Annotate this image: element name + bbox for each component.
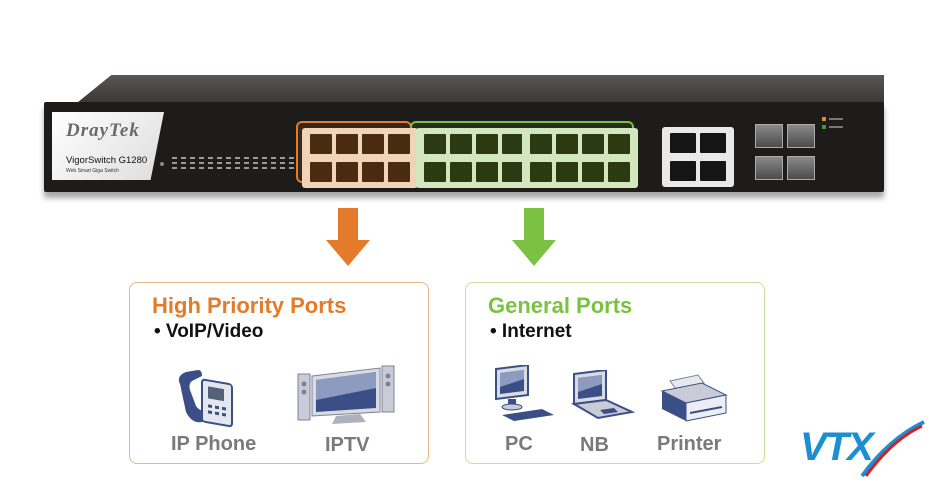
led-legend [822, 117, 843, 133]
led-green-icon [822, 125, 826, 129]
ethernet-port [388, 134, 410, 154]
ethernet-port [530, 134, 552, 154]
device-label-printer: Printer [657, 433, 722, 455]
sfp-slot [787, 156, 815, 180]
sfp-slots [755, 124, 815, 180]
ethernet-port [502, 134, 524, 154]
sfp-slot [755, 156, 783, 180]
sfp-slot [755, 124, 783, 148]
ethernet-port [310, 134, 332, 154]
laptop-icon [570, 370, 636, 420]
ethernet-port [450, 134, 472, 154]
ethernet-port [362, 162, 384, 182]
ethernet-port [670, 161, 696, 181]
sfp-slot [787, 124, 815, 148]
ethernet-port [388, 162, 410, 182]
ethernet-port [608, 134, 630, 154]
tv-icon [297, 365, 395, 424]
ethernet-port [582, 134, 604, 154]
high-priority-ports [302, 128, 418, 188]
arrow-down-orange-icon [326, 208, 370, 268]
device-label-pc: PC [505, 433, 533, 455]
vtx-logo: VTX [800, 425, 874, 469]
ethernet-port [582, 162, 604, 182]
device-label-ip-phone: IP Phone [171, 433, 257, 455]
ethernet-port [556, 134, 578, 154]
ethernet-port [502, 162, 524, 182]
ip-phone-icon [178, 370, 233, 428]
ethernet-port [336, 134, 358, 154]
combo-ports [662, 127, 734, 187]
ethernet-port [608, 162, 630, 182]
device-label-iptv: IPTV [325, 434, 370, 456]
ethernet-port [450, 162, 472, 182]
model-name: VigorSwitch G1280 [66, 155, 148, 166]
ethernet-port [530, 162, 552, 182]
ethernet-port [424, 134, 446, 154]
status-led-panel [172, 157, 295, 169]
general-ports-title: General Ports [488, 293, 633, 318]
general-ports-bullet: • Internet [490, 321, 572, 342]
ethernet-port [670, 133, 696, 153]
ethernet-port [310, 162, 332, 182]
ethernet-port [476, 134, 498, 154]
general-ports-block-2 [522, 128, 638, 188]
ethernet-port [556, 162, 578, 182]
high-priority-bullet: • VoIP/Video [154, 321, 264, 342]
desktop-pc-icon [495, 365, 554, 421]
high-priority-title: High Priority Ports [152, 293, 347, 318]
arrow-down-green-icon [512, 208, 556, 268]
reset-button [160, 162, 164, 166]
printer-icon [660, 374, 728, 422]
ethernet-port [424, 162, 446, 182]
switch-label-plate [52, 112, 164, 180]
ethernet-port [700, 133, 726, 153]
model-subtitle: Web Smart Giga Switch [66, 168, 119, 174]
ethernet-port [336, 162, 358, 182]
general-ports-block-1 [416, 128, 532, 188]
ethernet-port [700, 161, 726, 181]
ethernet-port [476, 162, 498, 182]
ethernet-port [362, 134, 384, 154]
device-label-nb: NB [580, 434, 609, 456]
brand-logo: DrayTek [66, 120, 140, 141]
logo-swoosh-icon [860, 420, 925, 478]
led-amber-icon [822, 117, 826, 121]
